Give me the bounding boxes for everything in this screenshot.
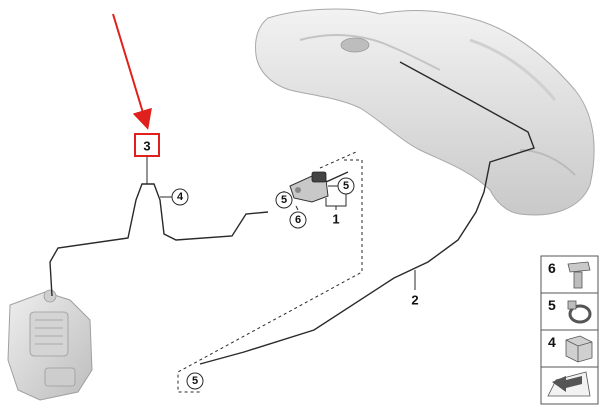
callout-5-valve-left[interactable]: 5 [275,191,293,209]
callout-6-number: 6 [295,214,301,226]
screw-icon [567,261,591,289]
highlight-arrow [112,13,152,130]
fuel-line-3 [49,183,269,297]
legend: 6 5 4 [540,255,599,405]
item-3-label[interactable]: 3 [134,133,160,184]
callout-5-valve-right[interactable]: 5 [328,177,355,195]
item-2-label[interactable]: 2 [411,270,419,308]
auxiliary-heater-icon [7,289,93,401]
callout-5-bottom[interactable]: 5 [186,372,204,390]
item-1-number: 1 [332,212,339,227]
callout-4-number: 4 [177,191,184,203]
item-1-label[interactable]: 1 [325,194,347,227]
hose-clamp-icon [567,300,592,324]
arrow-sheet-icon [547,371,591,397]
assembly-outline [177,159,363,393]
fuel-line-2 [199,61,535,365]
assembly-outline-2 [319,151,357,169]
callout-5-valve-left-number: 5 [281,194,287,206]
callout-5-valve-right-number: 5 [343,180,349,192]
legend-5-number: 5 [548,297,556,313]
callout-4[interactable]: 4 [160,188,189,206]
clip-nut-icon [565,335,593,363]
callout-5-bottom-number: 5 [192,375,198,387]
item-2-number: 2 [411,293,418,308]
callout-6[interactable]: 6 [289,205,307,229]
legend-6-number: 6 [548,260,556,276]
legend-4-number: 4 [548,334,556,350]
fuel-tank-icon [255,8,595,216]
valve-icon [289,171,349,203]
item-3-number: 3 [143,139,150,154]
